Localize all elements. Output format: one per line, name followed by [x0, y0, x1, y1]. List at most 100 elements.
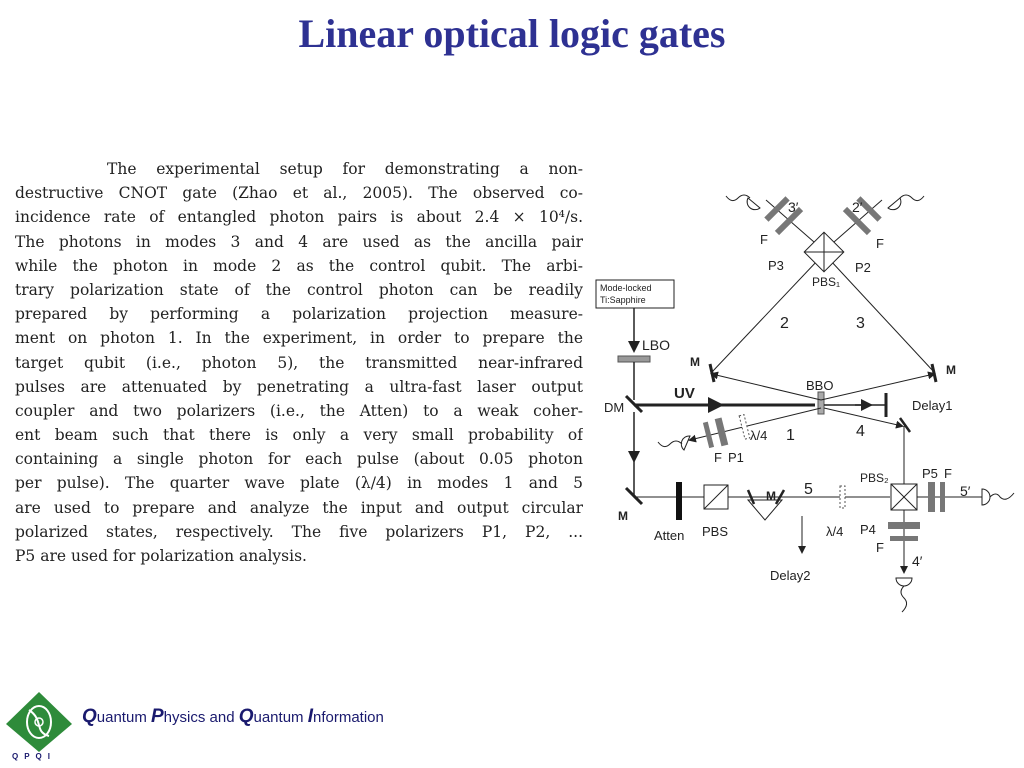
cnot-setup-diagram: Mode-locked Ti:Sapphire LBO DM UV BBO De…	[595, 194, 1015, 613]
svg-text:F: F	[876, 236, 884, 251]
body-line: prepared by performing a polarization pr…	[15, 305, 583, 324]
mode-1-label: 1	[786, 427, 795, 444]
lbo-label: LBO	[642, 337, 670, 353]
svg-text:M: M	[946, 363, 956, 377]
logo-letters: QPQI	[12, 752, 57, 761]
brand-initial: Q	[82, 706, 97, 727]
pbs-cube	[703, 484, 729, 510]
pbs1-label: PBS₁	[812, 275, 840, 289]
laser-box: Mode-locked Ti:Sapphire	[595, 279, 675, 309]
p5-label: P5	[922, 466, 938, 481]
fiber-1	[657, 440, 683, 448]
delay1-label: Delay1	[912, 398, 952, 413]
body-line: incidence rate of entangled photon pairs…	[15, 208, 583, 227]
body-line: P5 are used for polarization analysis.	[15, 547, 307, 565]
svg-text:F: F	[714, 450, 722, 465]
p3-polarizer	[774, 206, 804, 236]
svg-text:F: F	[944, 466, 952, 481]
out-2-label: 2′	[852, 199, 863, 215]
delay2-prism	[746, 499, 784, 521]
detector-3	[746, 197, 761, 211]
svg-text:M: M	[618, 509, 628, 523]
svg-text:F: F	[876, 540, 884, 555]
fiber-2	[899, 194, 925, 202]
body-line: target qubit (i.e., photon 5), the trans…	[15, 353, 583, 372]
body-line: while the photon in mode 2 as the contro…	[15, 256, 583, 275]
detector-5	[981, 488, 991, 506]
brand-initial: P	[150, 706, 164, 727]
pbs2-cube	[890, 483, 918, 511]
detector-4	[895, 577, 913, 587]
p1-label: P1	[728, 450, 744, 465]
body-line: pulses are attenuated by penetrating a u…	[15, 377, 583, 396]
body-line: ent beam such that there is only a very …	[15, 426, 583, 445]
slide-title: Linear optical logic gates	[298, 11, 726, 56]
qwp-5-label: λ/4	[826, 524, 843, 539]
footer-brand: Quantum Physics and Quantum Information	[82, 706, 384, 728]
brand-rest: hysics and	[163, 709, 239, 726]
p1-polarizer	[714, 417, 729, 447]
bbo-label: BBO	[806, 378, 833, 393]
pbs1-cube	[803, 231, 845, 273]
p4-polarizer	[888, 522, 920, 529]
body-line: polarized states, respectively. The five…	[15, 522, 583, 541]
fiber-4	[900, 585, 908, 613]
brand-initial: Q	[238, 706, 254, 727]
dm-label: DM	[604, 400, 624, 415]
body-line: are used to prepare and analyze the inpu…	[15, 498, 583, 517]
brand-rest: nformation	[312, 709, 384, 726]
atten-block	[676, 482, 682, 520]
svg-text:F: F	[760, 232, 768, 247]
bbo-crystal	[817, 391, 825, 415]
delay2-label: Delay2	[770, 568, 810, 583]
p2-polarizer	[842, 206, 872, 236]
mode-4-label: 4	[856, 423, 865, 440]
mirror-left	[708, 363, 716, 383]
svg-text:Ti:Sapphire: Ti:Sapphire	[600, 295, 646, 305]
body-line: The experimental setup for demonstrating…	[107, 160, 583, 178]
body-paragraph: The experimental setup for demonstrating…	[15, 157, 583, 568]
body-line: destructive CNOT gate (Zhao et al., 2005…	[15, 184, 583, 203]
body-line: containing a single photon for each puls…	[15, 450, 583, 469]
f-filter-5	[940, 482, 945, 512]
body-line: The photons in modes 3 and 4 are used as…	[15, 232, 583, 251]
body-line: per pulse). The quarter wave plate (λ/4)…	[15, 474, 583, 493]
f-filter-2	[856, 196, 882, 222]
uv-label: UV	[674, 385, 695, 402]
svg-text:M: M	[766, 489, 776, 503]
atten-label: Atten	[654, 528, 684, 543]
f-filter-4	[890, 536, 918, 541]
p2-label: P2	[855, 260, 871, 275]
fiber-3	[725, 194, 751, 202]
body-line: trary polarization state of the control …	[15, 280, 583, 299]
qwp-1	[738, 414, 751, 440]
mode-5-label: 5	[804, 481, 813, 498]
p3-label: P3	[768, 258, 784, 273]
lbo-crystal	[617, 355, 651, 363]
f-filter-1	[702, 421, 715, 449]
pbs2-label: PBS₂	[860, 471, 889, 485]
pbs-label: PBS	[702, 524, 728, 539]
detector-1	[680, 435, 691, 451]
svg-text:Mode-locked: Mode-locked	[600, 283, 652, 293]
mode-2-label: 2	[780, 315, 789, 332]
qpqi-logo-icon	[6, 692, 72, 752]
out-4-label: 4′	[912, 553, 923, 569]
p5-polarizer	[928, 482, 935, 512]
detector-2	[887, 197, 902, 211]
brand-rest: uantum	[253, 709, 308, 726]
brand-rest: uantum	[96, 709, 151, 726]
mirror-4	[898, 417, 912, 433]
mirror-lower-left	[624, 486, 644, 506]
fiber-5	[989, 492, 1015, 500]
brand-initial: I	[307, 706, 313, 727]
out-3-label: 3′	[788, 199, 799, 215]
qwp-5	[839, 485, 846, 509]
mode-3-label: 3	[856, 315, 865, 332]
svg-text:M: M	[690, 355, 700, 369]
f-filter-3	[764, 196, 790, 222]
out-5-label: 5′	[960, 483, 971, 499]
qwp-1-label: λ/4	[750, 428, 767, 443]
mirror-right	[930, 363, 938, 383]
p4-label: P4	[860, 522, 876, 537]
